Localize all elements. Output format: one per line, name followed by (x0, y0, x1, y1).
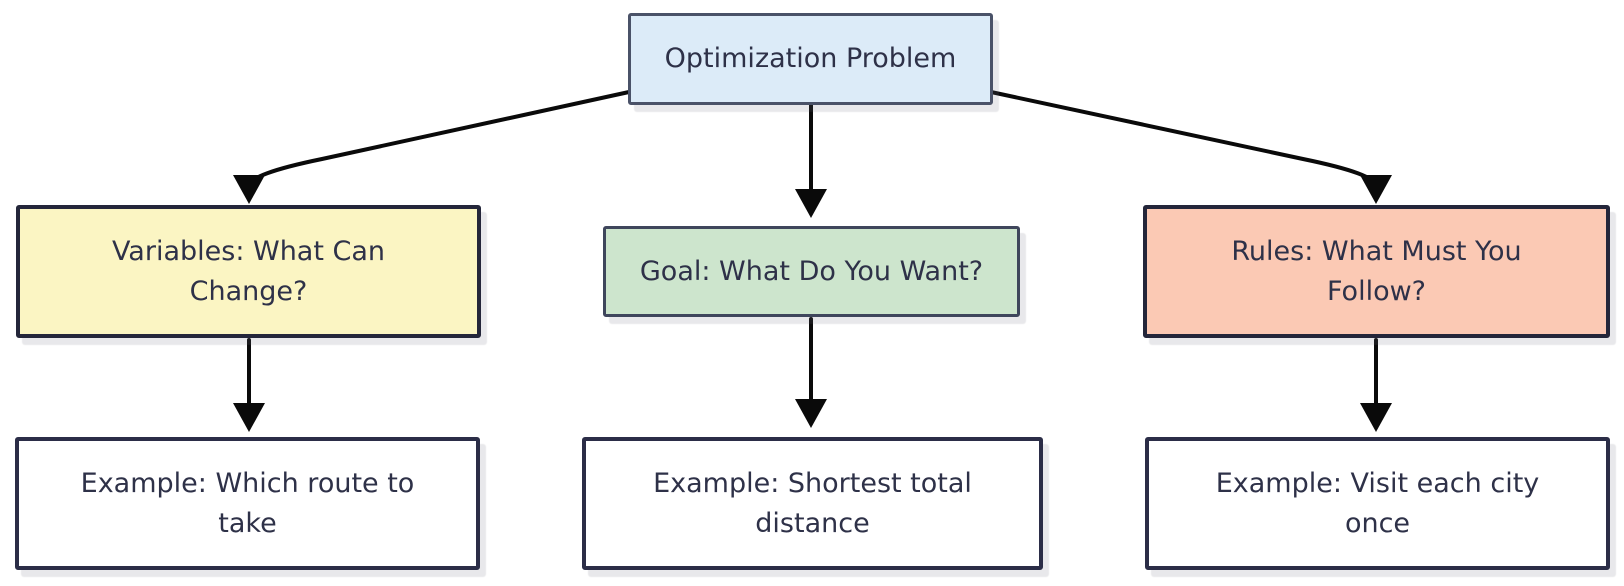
edge-root-rules (989, 90, 1392, 204)
node-optimization-problem: Optimization Problem (628, 13, 993, 105)
node-label: Example: Visit each city once (1215, 467, 1540, 539)
arrowhead-icon (1360, 175, 1392, 204)
arrowhead-icon (1360, 403, 1392, 432)
edge-root-variables (233, 90, 631, 204)
node-label: Rules: What Must You Follow? (1231, 235, 1522, 307)
node-label: Example: Shortest total distance (653, 467, 972, 539)
arrowhead-icon (233, 403, 265, 432)
node-variables: Variables: What Can Change? (16, 205, 481, 338)
node-label: Goal: What Do You Want? (639, 255, 984, 287)
node-example-rules: Example: Visit each city once (1145, 437, 1610, 570)
arrowhead-icon (795, 189, 827, 218)
node-rules: Rules: What Must You Follow? (1143, 205, 1610, 338)
node-example-variables: Example: Which route to take (15, 437, 480, 570)
node-label: Example: Which route to take (80, 467, 415, 539)
node-label: Optimization Problem (664, 43, 957, 75)
arrowhead-icon (795, 399, 827, 428)
node-goal: Goal: What Do You Want? (603, 226, 1020, 317)
arrowhead-icon (233, 175, 265, 204)
edge-root-goal (795, 103, 827, 218)
node-label: Variables: What Can Change? (111, 235, 386, 307)
edge-variables-example (233, 338, 265, 432)
edge-rules-example (1360, 338, 1392, 432)
edge-goal-example (795, 317, 827, 428)
node-example-goal: Example: Shortest total distance (582, 437, 1043, 570)
